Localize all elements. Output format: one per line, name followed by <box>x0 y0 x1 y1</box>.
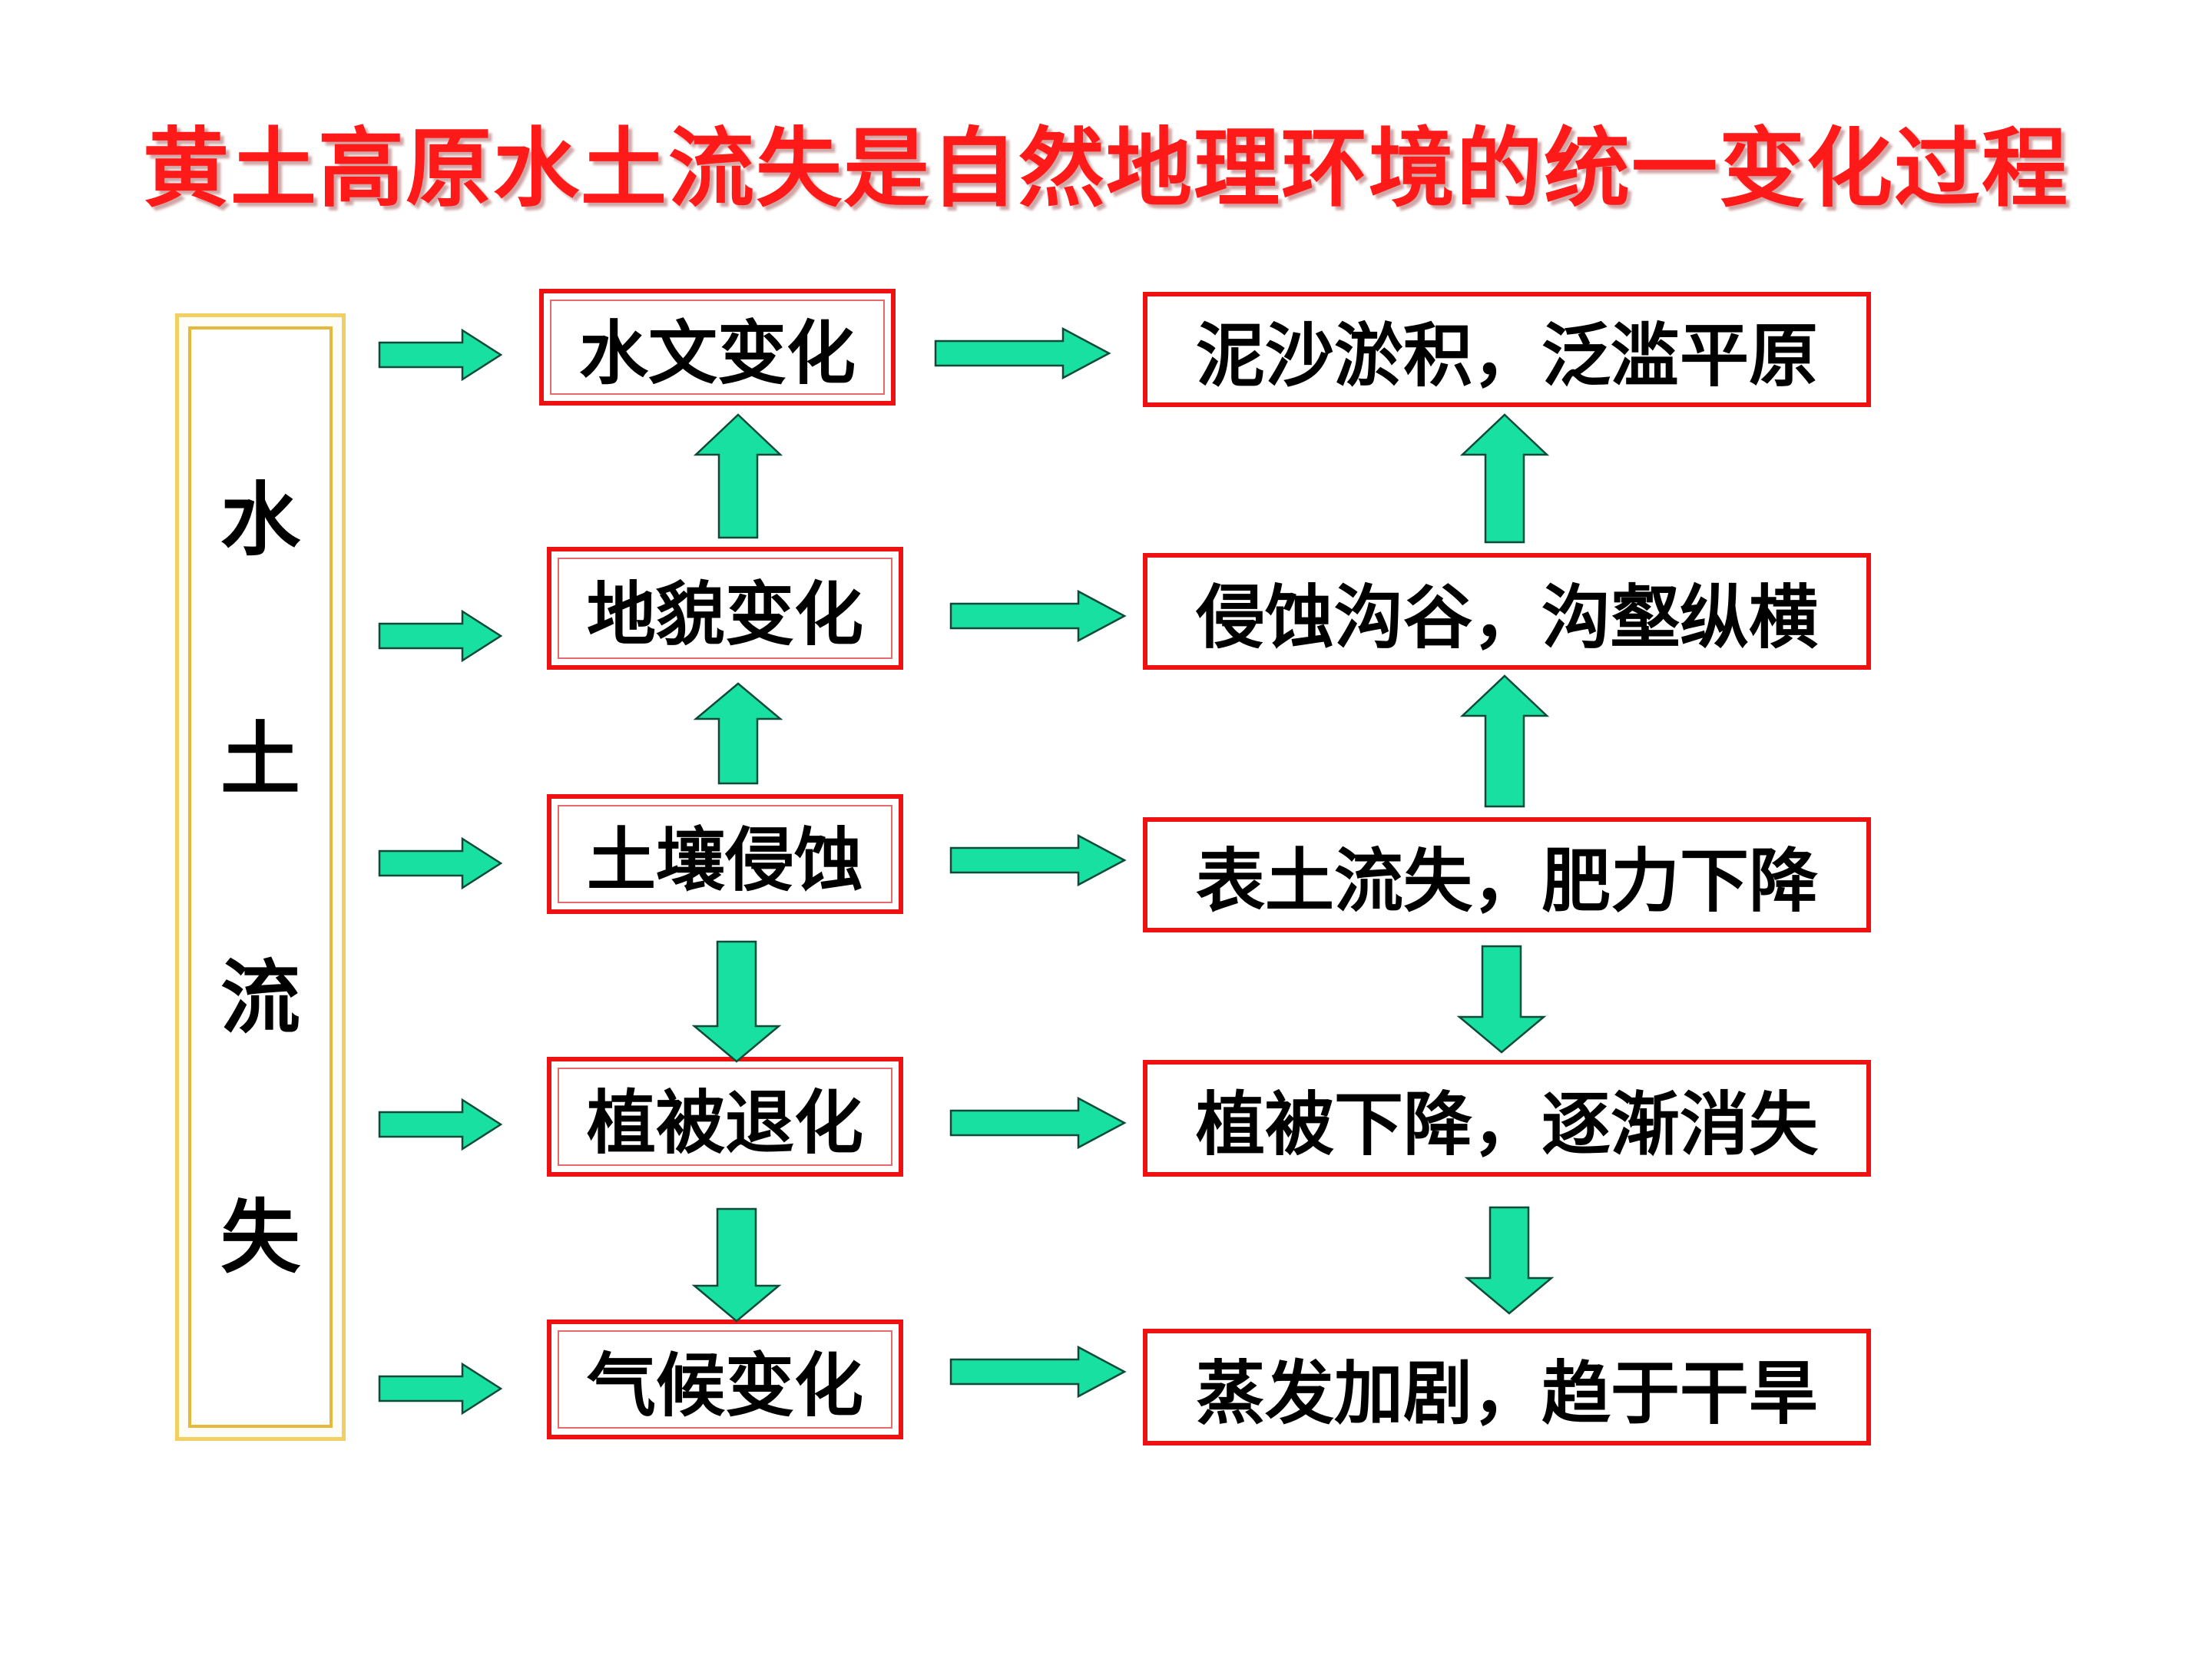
middle-box-label: 水文变化 <box>579 313 856 394</box>
middle-box-label: 气候变化 <box>587 1346 863 1426</box>
up-arrow-icon <box>1459 413 1550 544</box>
right-arrow-icon <box>949 589 1127 643</box>
down-arrow-icon <box>1464 1206 1555 1315</box>
right-box-topsoil: 表土流失，肥力下降 <box>1143 817 1871 932</box>
right-box-drought: 蒸发加剧，趋于干旱 <box>1143 1329 1871 1445</box>
side-label-char: 失 <box>220 1190 300 1284</box>
middle-box-climate: 气候变化 <box>547 1320 903 1439</box>
right-arrow-icon <box>378 328 503 382</box>
middle-box-label: 土壤侵蚀 <box>587 820 863 901</box>
down-arrow-icon <box>691 940 782 1063</box>
middle-box-soil-erosion: 土壤侵蚀 <box>547 794 903 914</box>
right-box-label: 泥沙淤积，泛滥平原 <box>1196 316 1818 396</box>
right-box-label: 侵蚀沟谷，沟壑纵横 <box>1196 578 1818 658</box>
right-box-label: 蒸发加剧，趋于干旱 <box>1196 1353 1818 1434</box>
down-arrow-icon <box>691 1207 782 1323</box>
up-arrow-icon <box>693 682 783 785</box>
middle-box-landform: 地貌变化 <box>547 547 903 670</box>
down-arrow-icon <box>1456 945 1547 1054</box>
right-box-vegetation-loss: 植被下降，逐渐消失 <box>1143 1060 1871 1177</box>
right-arrow-icon <box>949 1345 1127 1399</box>
right-box-label: 表土流失，肥力下降 <box>1196 841 1818 922</box>
right-arrow-icon <box>378 1098 503 1151</box>
middle-box-hydrology: 水文变化 <box>539 289 896 406</box>
right-arrow-icon <box>949 833 1127 887</box>
middle-box-label: 植被退化 <box>587 1083 863 1164</box>
right-arrow-icon <box>378 609 503 663</box>
side-label-char: 水 <box>220 473 300 567</box>
right-arrow-icon <box>378 1362 503 1416</box>
right-box-label: 植被下降，逐渐消失 <box>1196 1084 1818 1165</box>
up-arrow-icon <box>1459 674 1550 808</box>
middle-box-vegetation: 植被退化 <box>547 1057 903 1177</box>
middle-box-label: 地貌变化 <box>587 575 863 655</box>
side-label-frame: 水 土 流 失 <box>175 313 346 1441</box>
right-arrow-icon <box>949 1096 1127 1150</box>
side-label-char: 流 <box>220 951 300 1045</box>
side-label-char: 土 <box>220 713 300 806</box>
right-box-gullies: 侵蚀沟谷，沟壑纵横 <box>1143 553 1871 670</box>
right-arrow-icon <box>934 326 1111 380</box>
right-arrow-icon <box>378 836 503 890</box>
page-title: 黄土高原水土流失是自然地理环境的统一变化过程 <box>143 119 2069 219</box>
up-arrow-icon <box>693 413 783 539</box>
right-box-sediment: 泥沙淤积，泛滥平原 <box>1143 292 1871 407</box>
